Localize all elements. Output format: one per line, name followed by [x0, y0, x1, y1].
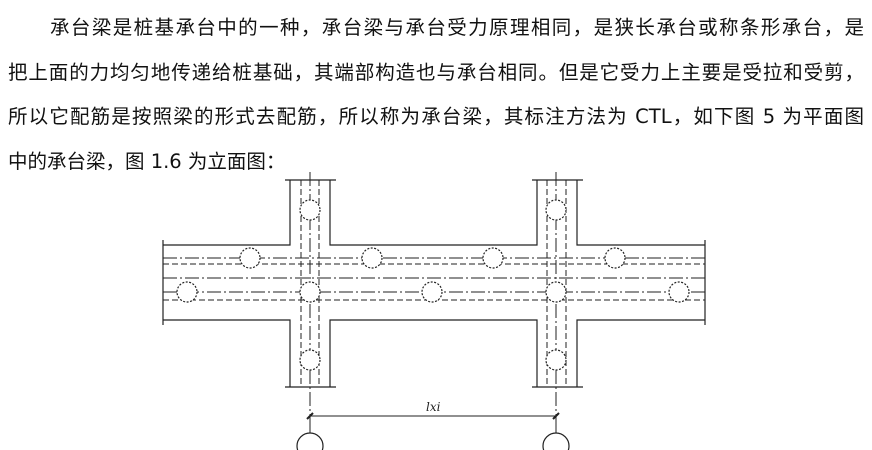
pile: [421, 281, 443, 303]
pile: [299, 199, 321, 221]
axis-bubble-right: [542, 432, 570, 450]
dimension-line: [306, 412, 560, 433]
beam-outline-top: [163, 180, 705, 246]
pile: [545, 199, 567, 221]
axis-bubble-left: [296, 432, 324, 450]
pile: [545, 349, 567, 371]
dimension-label: lxi: [426, 400, 441, 414]
pile: [604, 247, 626, 269]
paragraph-line-1: 承台梁是桩基承台中的一种，承台梁与承台受力原理相同，是狭长承台或称条形承台，是: [50, 16, 864, 39]
pile: [299, 349, 321, 371]
pile: [176, 281, 198, 303]
beam-outline-bottom: [163, 319, 705, 387]
body-paragraph: 承台梁是桩基承台中的一种，承台梁与承台受力原理相同，是狭长承台或称条形承台，是 …: [8, 6, 864, 184]
pile: [361, 247, 383, 269]
paragraph-line-3: 所以它配筋是按照梁的形式去配筋，所以称为承台梁，其标注方法为 CTL，如下图 5…: [8, 105, 864, 128]
pile: [668, 281, 690, 303]
pile: [482, 247, 504, 269]
paragraph-line-2: 把上面的力均匀地传递给桩基础，其端部构造也与承台相同。但是它受力上主要是受拉和受…: [8, 60, 864, 84]
paragraph-line-4: 中的承台梁，图 1.6 为立面图：: [8, 149, 286, 173]
pile: [545, 281, 567, 303]
pile: [239, 247, 261, 269]
pile: [299, 281, 321, 303]
pile-circles: [176, 199, 690, 371]
